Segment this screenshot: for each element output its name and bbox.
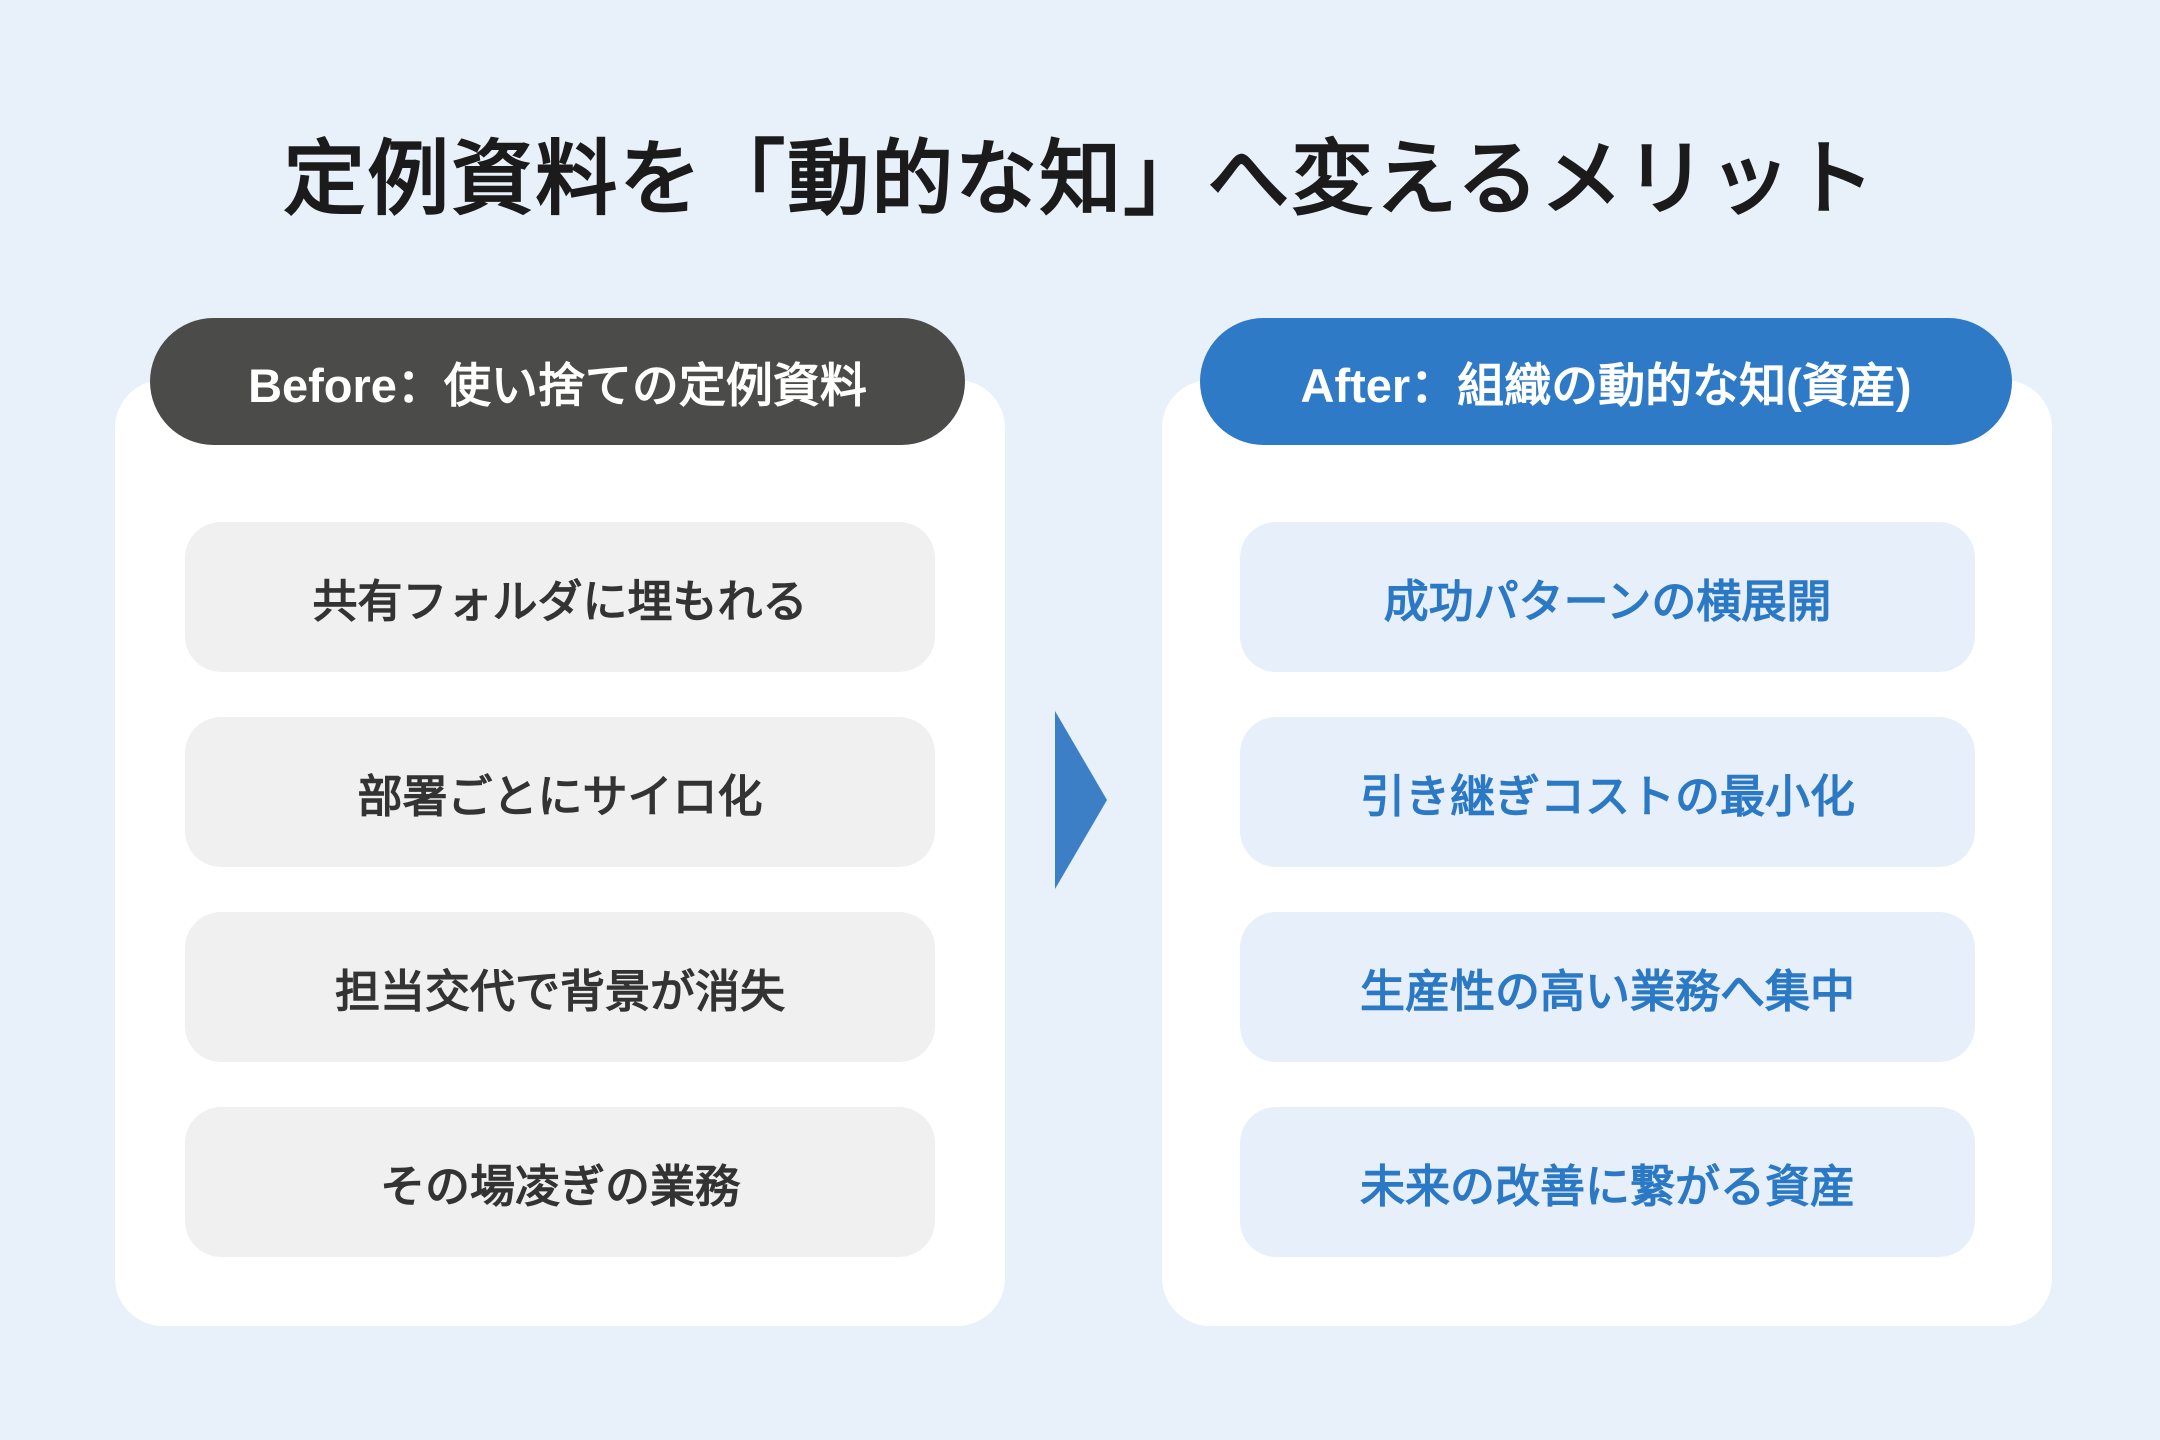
before-header-label: Before：使い捨ての定例資料 [248, 359, 867, 412]
after-item-3: 生産性の高い業務へ集中 [1240, 912, 1975, 1062]
after-item-1-label: 成功パターンの横展開 [1383, 575, 1832, 627]
after-item-2-label: 引き継ぎコストの最小化 [1359, 770, 1855, 822]
after-item-4: 未来の改善に繋がる資産 [1240, 1107, 1975, 1257]
before-item-3-label: 担当交代で背景が消失 [334, 965, 785, 1017]
before-header-pill: Before：使い捨ての定例資料 [150, 318, 965, 445]
after-item-4-label: 未来の改善に繋がる資産 [1359, 1160, 1855, 1212]
after-item-2: 引き継ぎコストの最小化 [1240, 717, 1975, 867]
after-header-pill: After：組織の動的な知(資産) [1200, 318, 2012, 445]
before-item-1-label: 共有フォルダに埋もれる [312, 575, 808, 627]
after-header-label: After：組織の動的な知(資産) [1300, 359, 1912, 412]
before-item-4-label: その場凌ぎの業務 [379, 1160, 740, 1212]
page-title: 定例資料を「動的な知」へ変えるメリット [283, 134, 1877, 225]
after-item-3-label: 生産性の高い業務へ集中 [1359, 965, 1855, 1017]
before-item-1: 共有フォルダに埋もれる [185, 522, 935, 672]
after-item-1: 成功パターンの横展開 [1240, 522, 1975, 672]
before-item-2-label: 部署ごとにサイロ化 [357, 770, 763, 822]
arrow-right-icon [1055, 711, 1107, 889]
before-item-2: 部署ごとにサイロ化 [185, 717, 935, 867]
before-item-3: 担当交代で背景が消失 [185, 912, 935, 1062]
before-item-4: その場凌ぎの業務 [185, 1107, 935, 1257]
